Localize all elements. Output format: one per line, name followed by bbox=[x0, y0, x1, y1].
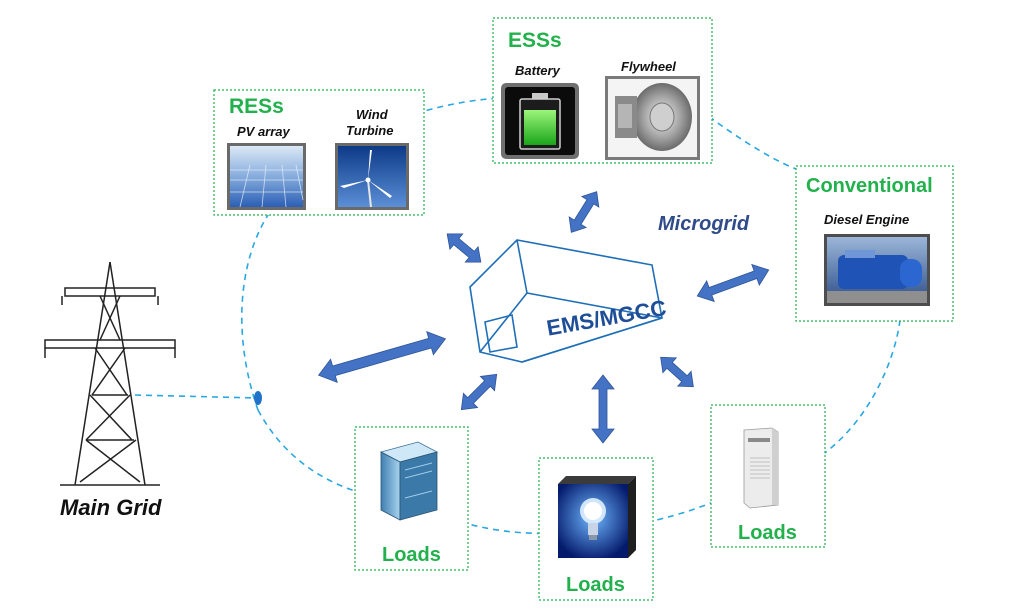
light-bulb-icon bbox=[558, 476, 636, 558]
air-conditioner-icon bbox=[743, 427, 779, 509]
main-grid-label: Main Grid bbox=[60, 495, 162, 520]
flywheel-icon bbox=[605, 76, 700, 160]
battery-label: Battery bbox=[515, 63, 560, 78]
grid-link bbox=[134, 394, 259, 399]
flywheel-label: Flywheel bbox=[621, 59, 676, 74]
arrow-esss bbox=[568, 191, 600, 233]
ress-title: RESs bbox=[229, 95, 284, 118]
loads-center-label: Loads bbox=[566, 574, 625, 596]
arrow-loads-left bbox=[460, 373, 498, 411]
wind-label-line2: Turbine bbox=[346, 123, 394, 138]
battery-icon bbox=[501, 83, 579, 159]
microgrid-label: Microgrid bbox=[658, 213, 750, 235]
esss-title: ESSs bbox=[508, 29, 562, 52]
server-icon bbox=[379, 441, 439, 521]
diesel-engine-icon bbox=[824, 234, 930, 306]
transmission-tower-icon bbox=[44, 261, 176, 486]
arrow-main-grid bbox=[317, 331, 447, 383]
diesel-engine-label: Diesel Engine bbox=[824, 212, 910, 227]
wind-turbine-icon bbox=[335, 143, 409, 210]
flow-arrows bbox=[317, 191, 770, 444]
loads-right-label: Loads bbox=[738, 522, 797, 544]
pv-array-label: PV array bbox=[237, 124, 290, 139]
arrow-loads-center bbox=[591, 374, 615, 444]
arrow-conventional bbox=[696, 263, 770, 303]
solar-panel-icon bbox=[227, 143, 306, 210]
loads-left-label: Loads bbox=[382, 544, 441, 566]
wind-label-line1: Wind bbox=[356, 107, 388, 122]
conventional-title: Conventional bbox=[806, 175, 933, 197]
ems-mgcc-container bbox=[469, 239, 663, 363]
point-of-common-coupling bbox=[254, 391, 262, 405]
arrow-loads-right bbox=[660, 356, 694, 388]
arrow-ress bbox=[446, 233, 482, 263]
